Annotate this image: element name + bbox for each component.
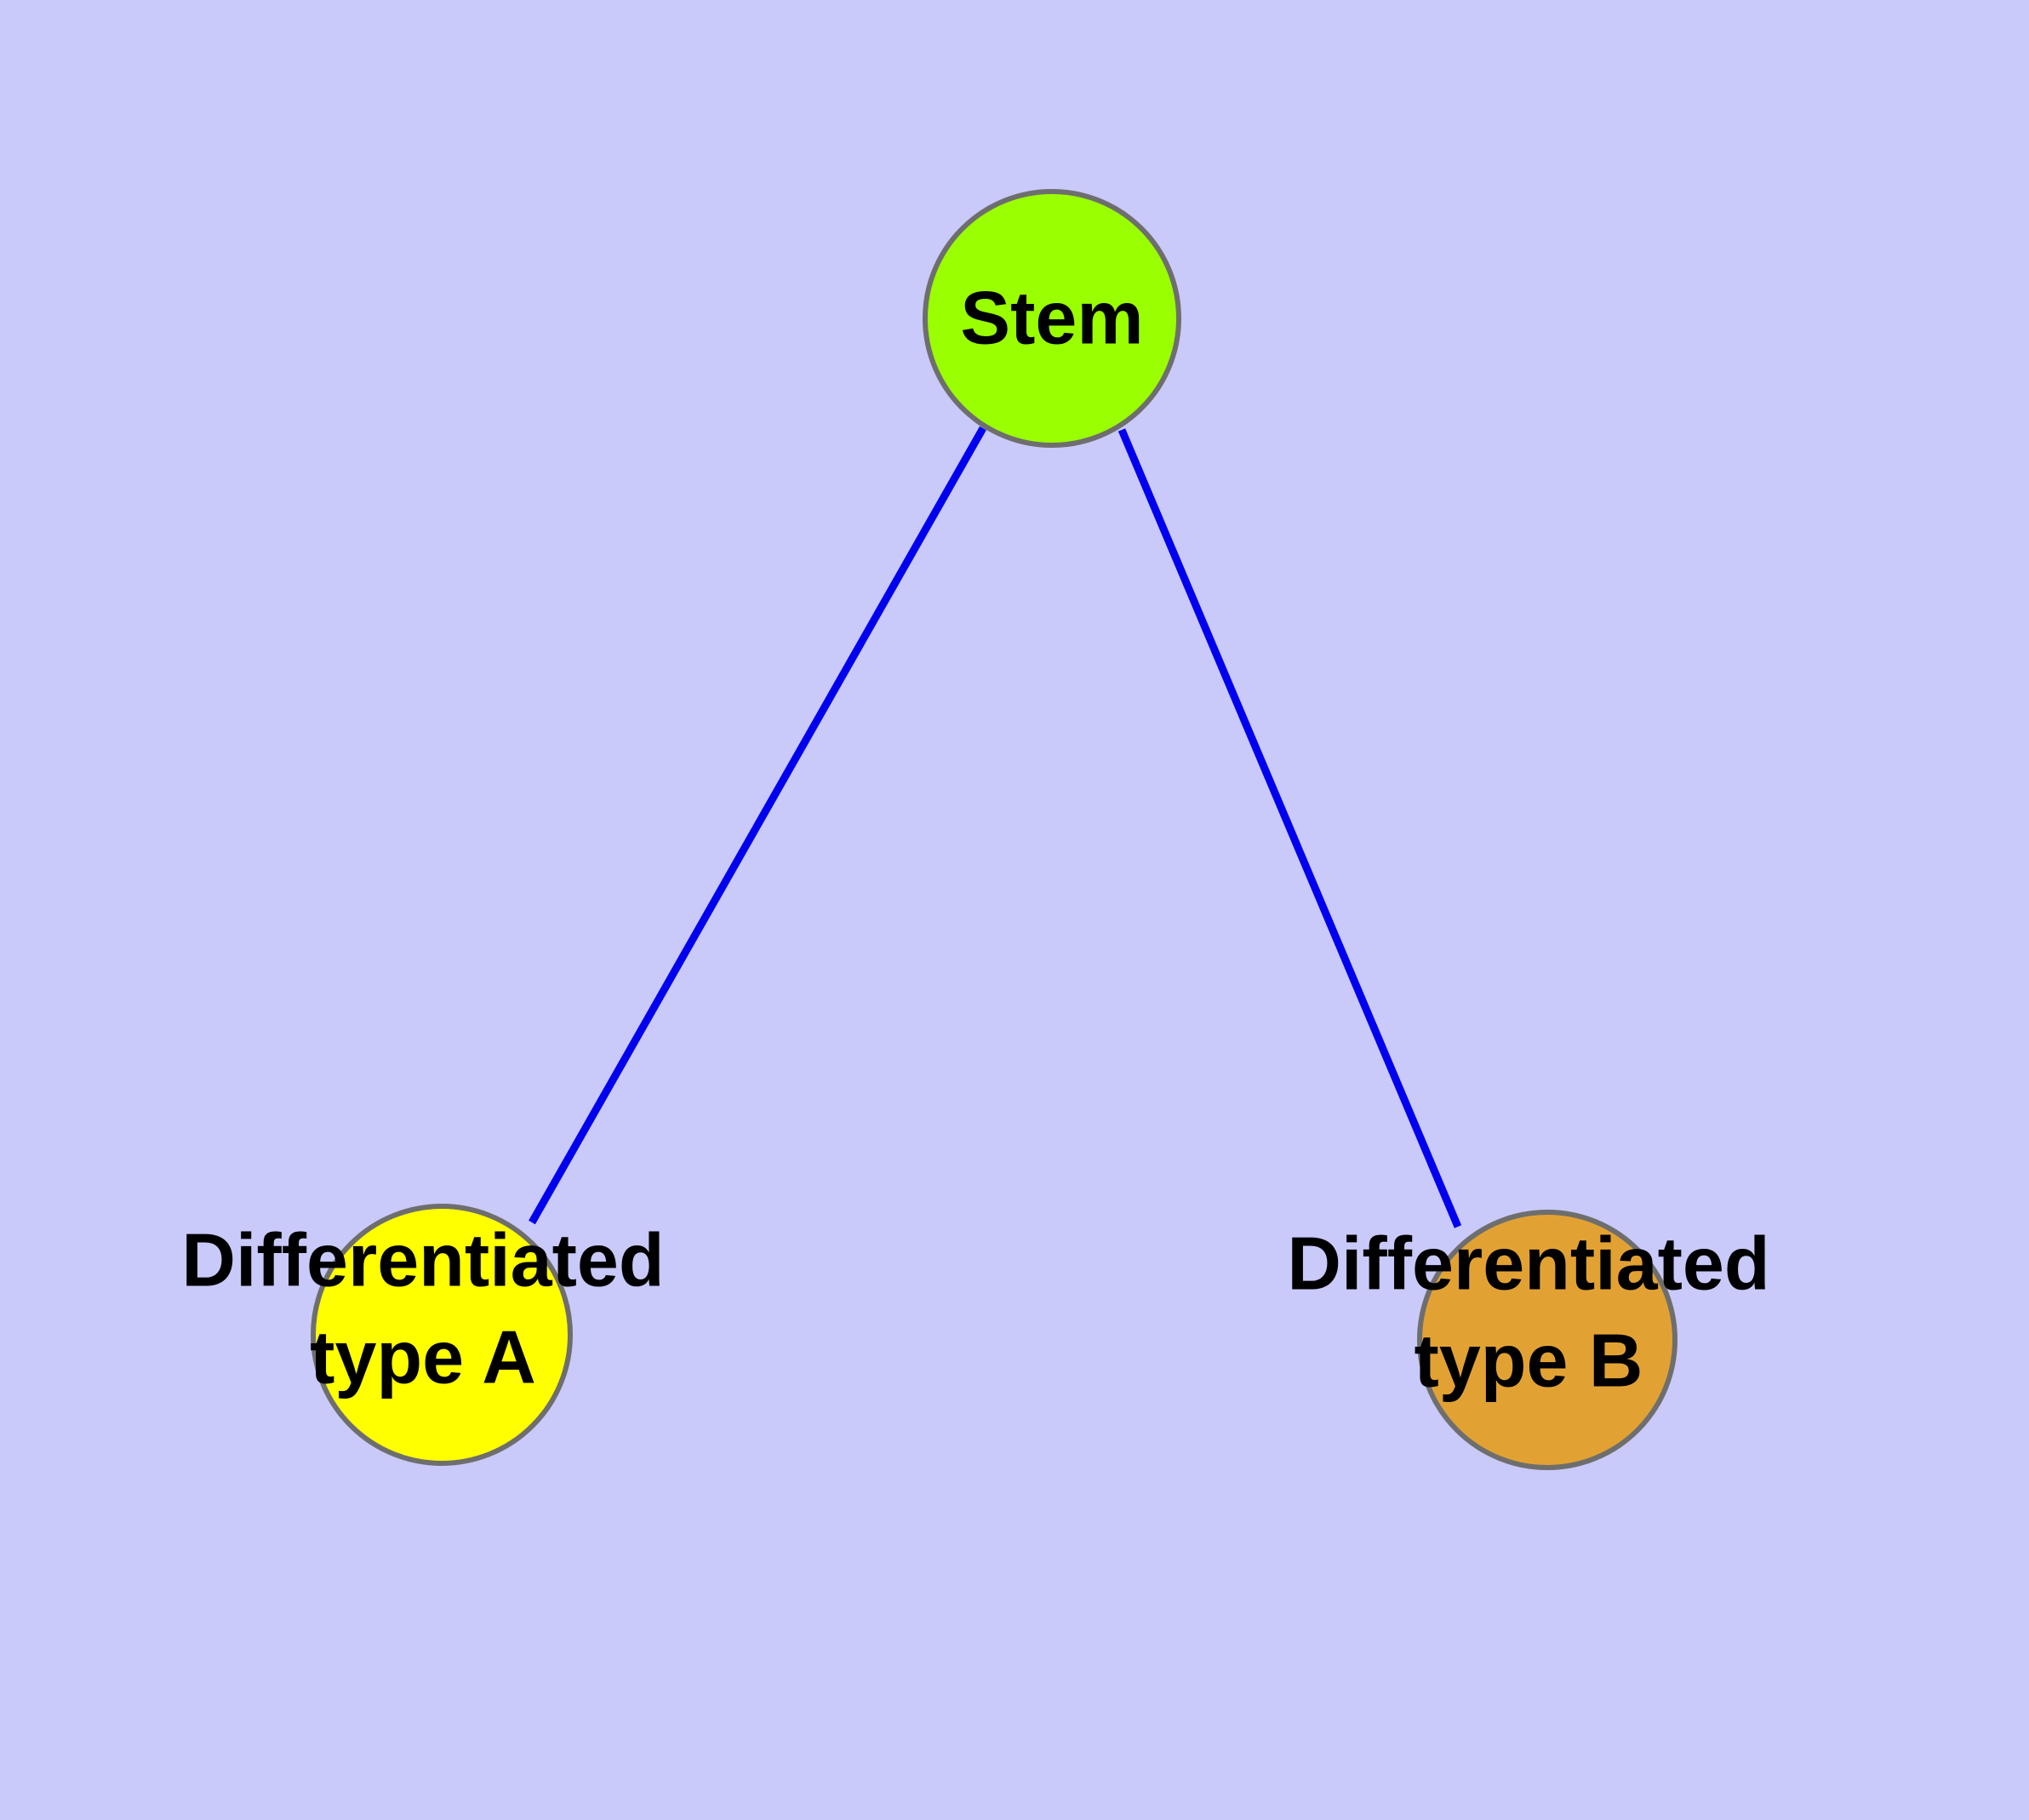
node-label-differentiated-type-b-line1: Differentiated bbox=[1287, 1221, 1769, 1305]
node-label-stem: Stem bbox=[960, 275, 1143, 359]
edge-layer bbox=[529, 426, 1462, 1228]
node-label-differentiated-type-b-line2: type B bbox=[1415, 1318, 1643, 1402]
node-label-differentiated-type-a-line1: Differentiated bbox=[181, 1217, 664, 1302]
node-circle-stem[interactable] bbox=[923, 189, 1181, 448]
node-label-differentiated-type-a-line2: type A bbox=[310, 1314, 536, 1399]
label-layer: Stem Differentiated type A Differentiate… bbox=[181, 275, 1769, 1402]
edge-stem-to-differentiated-type-a[interactable] bbox=[529, 426, 986, 1225]
node-circle-differentiated-type-b[interactable] bbox=[1417, 1210, 1677, 1470]
node-layer bbox=[311, 189, 1677, 1470]
node-circle-differentiated-type-a[interactable] bbox=[311, 1204, 573, 1466]
edge-stem-to-differentiated-type-b[interactable] bbox=[1117, 428, 1462, 1228]
